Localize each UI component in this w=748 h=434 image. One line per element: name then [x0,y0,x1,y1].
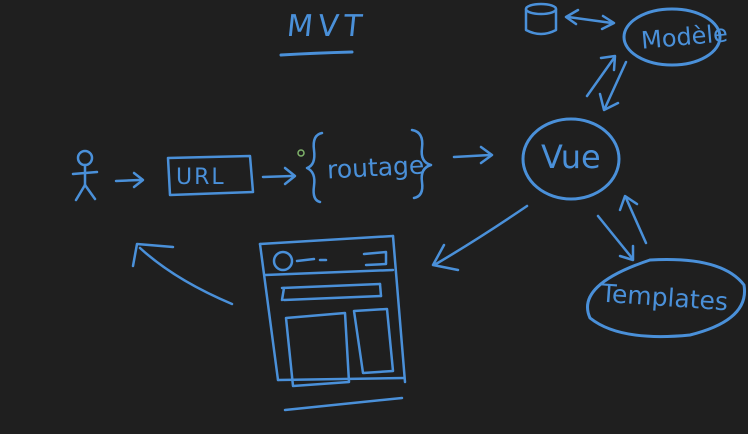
title-underline [279,50,354,57]
arrow-modele-to-vue [598,60,628,112]
url-box [166,154,255,197]
vue-label: Vue [541,138,601,176]
arrow-database-modele [564,8,616,31]
cursor-dot [297,149,305,157]
arrow-url-to-routage [261,166,297,186]
arrow-vue-to-page [431,204,529,272]
url-label: URL [176,165,226,190]
vue-node-outline [521,117,621,201]
browser-page-icon [258,234,407,412]
routage-label: routage [326,150,425,185]
arrow-templates-to-vue [618,194,648,245]
right-brace [410,128,433,200]
diagram-title: MVT [285,9,369,44]
modele-label: Modèle [639,19,729,55]
arrow-vue-to-modele [585,54,617,98]
arrow-vue-to-templates [596,214,635,262]
arrow-user-to-url [114,171,145,189]
user-icon [71,149,99,202]
templates-node-outline [586,258,747,339]
modele-node-outline [622,7,722,67]
arrow-routage-to-vue [452,145,494,165]
database-icon [524,2,558,36]
arrow-page-to-user [131,242,234,306]
left-brace [305,131,324,204]
